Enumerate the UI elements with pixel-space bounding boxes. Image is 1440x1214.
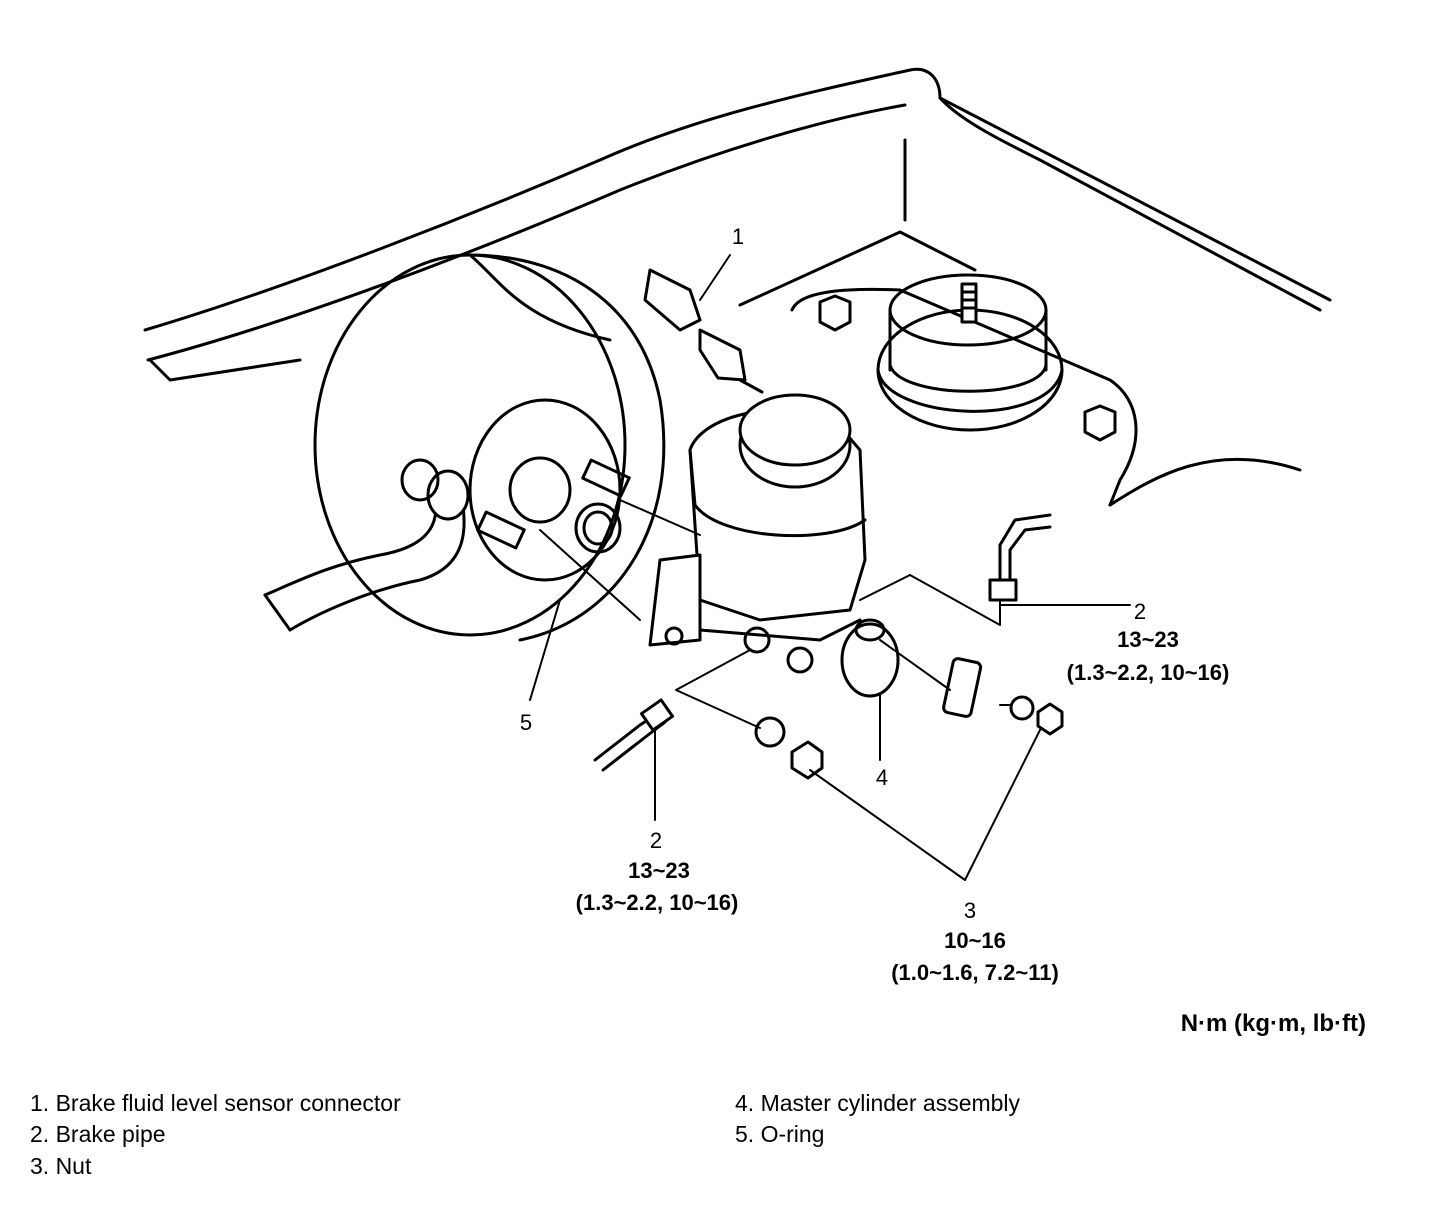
- callout-2-right: 2: [1134, 599, 1146, 624]
- callout-3-torque-alt: (1.0~1.6, 7.2~11): [891, 960, 1059, 985]
- firewall-panel: [143, 67, 1332, 382]
- nuts-shape: [754, 657, 1064, 780]
- brake-pipe-right-shape: [988, 513, 1052, 602]
- legend-item-4: 4. Master cylinder assembly: [735, 1090, 1021, 1116]
- vacuum-hose: [263, 458, 470, 632]
- strut-tower: [790, 273, 1302, 507]
- callout-1: 1: [732, 224, 744, 249]
- legend-item-3: 3. Nut: [30, 1153, 92, 1179]
- master-cylinder-shape: [648, 393, 900, 698]
- callout-2-left-torque-alt: (1.3~2.2, 10~16): [576, 890, 739, 915]
- o-ring-shape: [574, 502, 622, 554]
- leader-lines: [529, 254, 1131, 881]
- callout-4: 4: [876, 765, 888, 790]
- legend-item-2: 2. Brake pipe: [30, 1121, 166, 1147]
- sensor-connector-shape: [643, 268, 764, 394]
- legend-item-1: 1. Brake fluid level sensor connector: [30, 1090, 401, 1116]
- callout-2-left-torque: 13~23: [628, 858, 690, 883]
- brake-pipe-left-shape: [593, 698, 675, 772]
- master-cylinder-diagram: 1 2 13~23 (1.3~2.2, 10~16) 5 4 2 13~23 (…: [143, 67, 1332, 985]
- callout-3-torque: 10~16: [944, 928, 1006, 953]
- callout-3: 3: [964, 898, 976, 923]
- callout-5: 5: [520, 710, 532, 735]
- booster-studs: [476, 458, 631, 550]
- callout-2-right-torque-alt: (1.3~2.2, 10~16): [1067, 660, 1230, 685]
- legend-item-5: 5. O-ring: [735, 1121, 825, 1147]
- callout-2-left: 2: [650, 828, 662, 853]
- torque-unit-label: N·m (kg·m, lb·ft): [1180, 1010, 1366, 1037]
- brake-booster: [313, 253, 666, 642]
- callout-2-right-torque: 13~23: [1117, 627, 1179, 652]
